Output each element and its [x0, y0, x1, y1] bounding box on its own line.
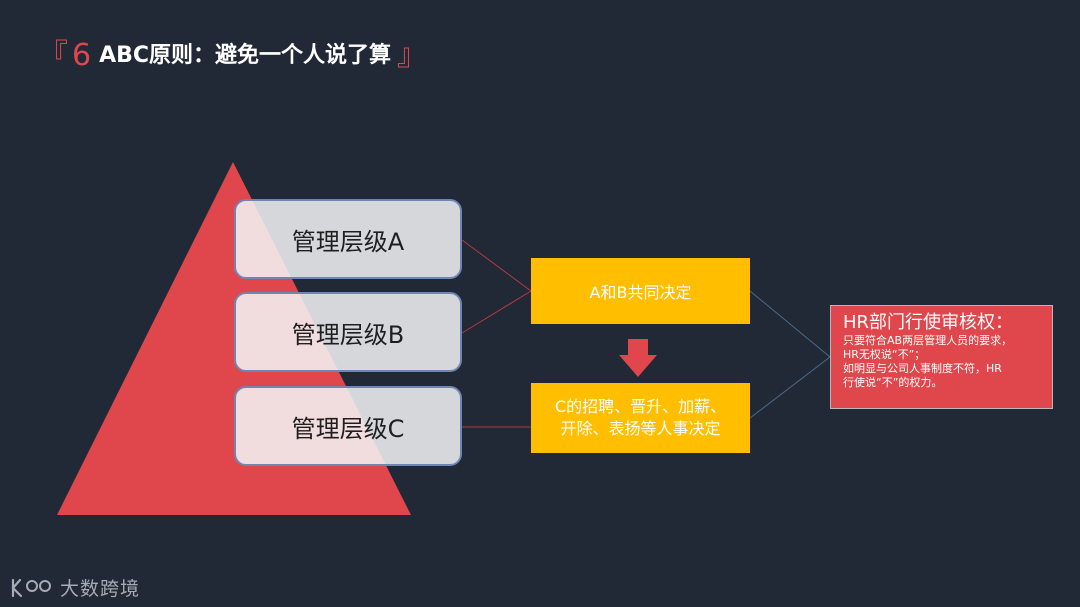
title-number: 6: [72, 38, 92, 73]
title-open-bracket: 『: [38, 38, 68, 73]
footer-logo: 大数跨境: [10, 574, 140, 600]
hr-veto-line-1: 只要符合AB两层管理人员的要求，: [843, 334, 1013, 347]
level-box-a: 管理层级A: [234, 199, 462, 279]
connector-a-to-ab: [461, 239, 532, 292]
connector-c-to-hr: [749, 356, 831, 419]
c-decision-line-2: 开除、表扬等人事决定: [560, 419, 721, 438]
level-box-b: 管理层级B: [234, 292, 462, 372]
slide-title: 『 6 ABC原则：避免一个人说了算 』: [38, 36, 427, 76]
hr-veto-line-3: 如明显与公司人事制度不符，HR: [843, 362, 1002, 375]
level-box-c: 管理层级C: [234, 386, 462, 466]
hr-veto-title: HR部门行使审核权：: [843, 312, 1014, 333]
brand-logo-icon: [11, 578, 51, 598]
footer-logo-text: 大数跨境: [60, 577, 141, 600]
title-close-bracket: 』: [397, 38, 428, 73]
hr-veto-line-2: HR无权说“不”；: [843, 348, 926, 361]
title-text: ABC原则：避免一个人说了算: [99, 43, 392, 68]
down-arrow-icon: [619, 339, 657, 377]
c-decision-box: C的招聘、晋升、加薪、 开除、表扬等人事决定: [531, 383, 750, 453]
hr-veto-box: HR部门行使审核权： 只要符合AB两层管理人员的要求， HR无权说“不”； 如明…: [830, 305, 1053, 409]
ab-joint-decision-box: A和B共同决定: [531, 258, 750, 324]
connector-b-to-ab: [461, 290, 532, 334]
connector-ab-to-hr: [749, 290, 831, 358]
hr-veto-line-4: 行使说“不”的权力。: [843, 376, 943, 389]
ab-joint-decision-text: A和B共同决定: [589, 283, 692, 302]
c-decision-line-1: C的招聘、晋升、加薪、: [554, 397, 727, 416]
